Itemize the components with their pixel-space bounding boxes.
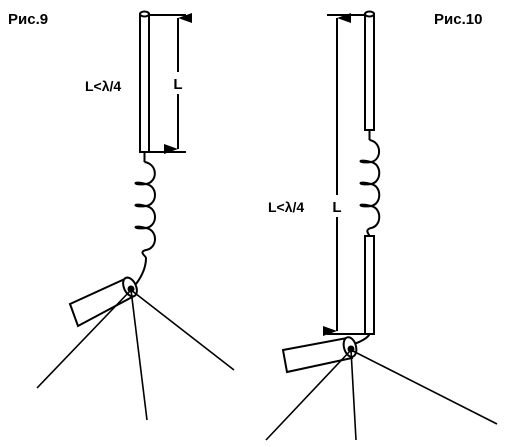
figure-10-loading-coil xyxy=(359,130,381,237)
figure-9-radials xyxy=(36,289,235,421)
figure-10-caption: Рис.10 xyxy=(434,11,482,28)
figure-9-dimension-label-bg xyxy=(170,72,186,94)
figure-9-length-condition: L<λ/4 xyxy=(85,78,121,94)
figure-9-whip-element xyxy=(139,10,150,153)
figure-10-radials xyxy=(265,349,498,441)
figure-9-dimension-label: L xyxy=(173,76,182,93)
figure-10-lower-element xyxy=(364,235,375,335)
figure-9: Рис.9 L L<λ/4 xyxy=(8,10,235,421)
figure-10-upper-element xyxy=(364,10,375,131)
figure-9-caption: Рис.9 xyxy=(8,11,48,28)
figure-10-feed-wire xyxy=(353,333,371,345)
figure-10-dimension-label-bg xyxy=(329,195,345,217)
figure-10-dimension-line xyxy=(323,12,365,336)
figure-9-loading-coil xyxy=(134,152,156,285)
figure-10-length-condition: L<λ/4 xyxy=(268,199,304,215)
figure-10-dimension-label: L xyxy=(332,199,341,216)
figure-10: Рис.10 L L<λ/4 xyxy=(265,10,498,441)
